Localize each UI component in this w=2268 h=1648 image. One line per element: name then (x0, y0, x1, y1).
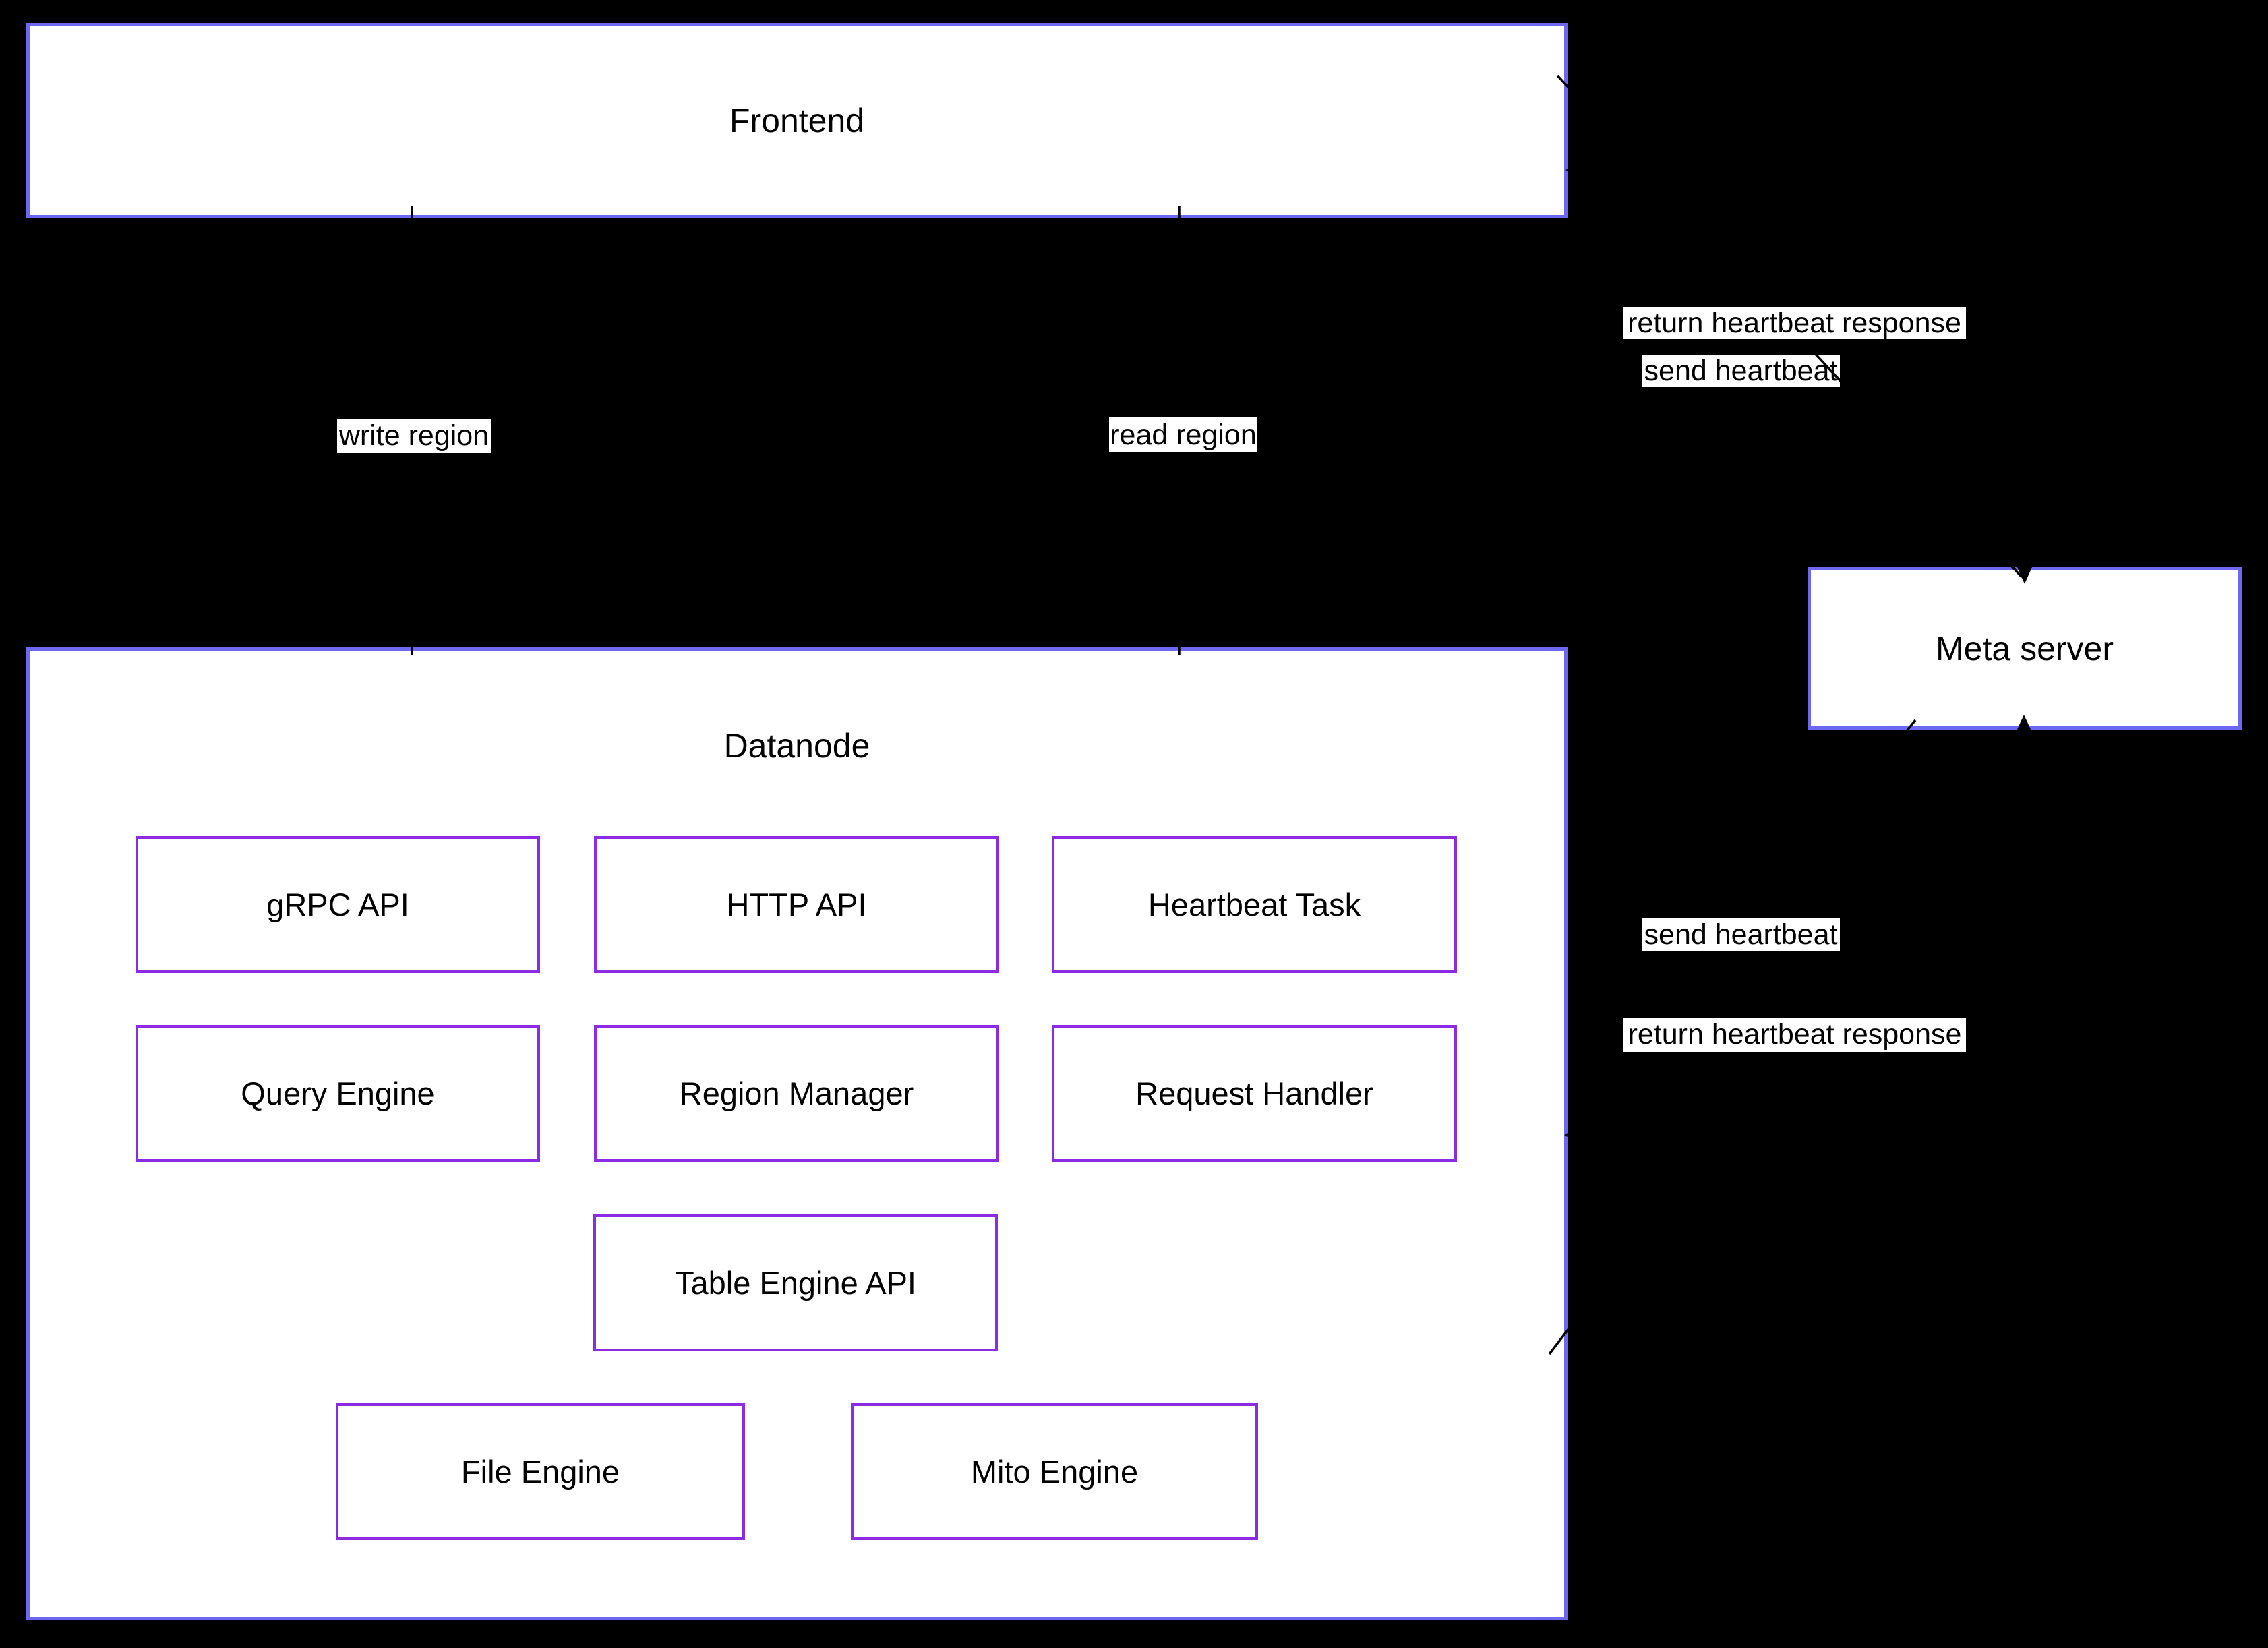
edge-label-return-heartbeat-response: return heartbeat response (1623, 1018, 1966, 1052)
module-box-request-handler: Request Handler (1052, 1025, 1457, 1162)
edge-label-return-heartbeat-response: return heartbeat response (1623, 307, 1966, 339)
module-box-region-manager: Region Manager (594, 1025, 999, 1162)
edge-label-write-region: write region (337, 419, 491, 453)
module-box-grpc-api: gRPC API (136, 836, 540, 973)
meta-server-title: Meta server (1936, 629, 2114, 668)
module-box-file-engine: File Engine (336, 1403, 745, 1540)
datanode-title: Datanode (723, 727, 870, 765)
frontend-title: Frontend (729, 102, 865, 140)
module-box-table-engine-api: Table Engine API (593, 1214, 998, 1351)
module-box-mito-engine: Mito Engine (851, 1403, 1258, 1540)
meta-server-box: Meta server (1808, 567, 2242, 730)
edge-label-send-heartbeat: send heartbeat (1642, 355, 1840, 387)
module-box-query-engine: Query Engine (136, 1025, 540, 1162)
edge-label-read-region: read region (1109, 417, 1257, 452)
module-box-http-api: HTTP API (594, 836, 999, 973)
frontend-box: Frontend (26, 23, 1568, 218)
module-box-heartbeat-task: Heartbeat Task (1052, 836, 1457, 973)
edge-label-send-heartbeat: send heartbeat (1642, 918, 1840, 951)
